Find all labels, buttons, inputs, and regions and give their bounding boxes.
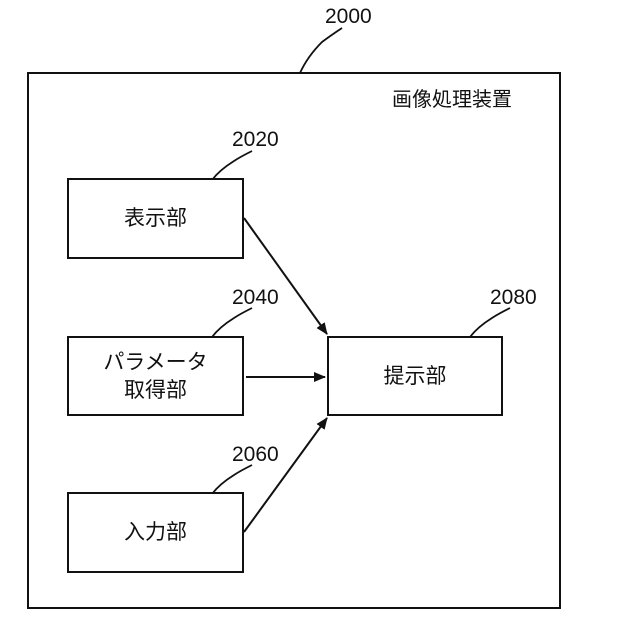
- edge-input-to-present: [244, 418, 327, 532]
- param-label: パラメータ 取得部: [103, 348, 207, 405]
- input-label: 入力部: [124, 518, 187, 546]
- present-ref-label: 2080: [490, 287, 537, 308]
- leader-present: [470, 308, 510, 337]
- display-box: 表示部: [67, 178, 244, 259]
- param-box: パラメータ 取得部: [67, 336, 244, 416]
- display-ref-label: 2020: [232, 129, 279, 150]
- input-ref-label: 2060: [232, 444, 279, 465]
- leader-input: [212, 465, 252, 494]
- present-box: 提示部: [327, 336, 503, 416]
- param-ref-label: 2040: [232, 287, 279, 308]
- present-label: 提示部: [384, 362, 447, 390]
- leader-param: [212, 308, 252, 337]
- leader-display: [212, 151, 252, 180]
- outer-title: 画像処理装置: [392, 89, 512, 109]
- display-label: 表示部: [124, 204, 187, 232]
- edge-display-to-present: [244, 218, 327, 334]
- outer-ref-label: 2000: [325, 6, 372, 27]
- input-box: 入力部: [67, 492, 244, 573]
- leader-outer: [300, 28, 342, 73]
